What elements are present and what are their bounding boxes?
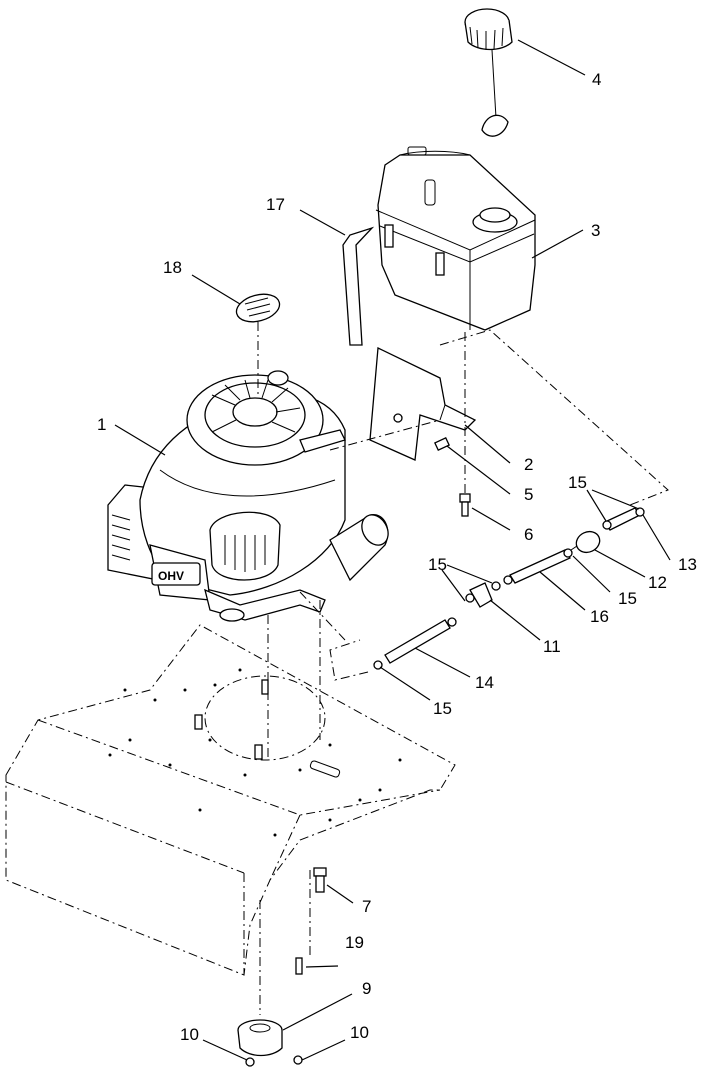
callout-4: 4 [592, 70, 601, 89]
callout-9: 9 [362, 979, 371, 998]
callout-18: 18 [163, 258, 182, 277]
callout-13: 13 [678, 555, 697, 574]
vent-hose [342, 226, 375, 346]
callout-2: 2 [524, 455, 533, 474]
callout-15-top: 15 [568, 473, 587, 492]
callout-15-bottom: 15 [433, 699, 452, 718]
fuel-cap [464, 8, 513, 137]
fastener-5 [434, 436, 450, 452]
callout-10-right: 10 [350, 1023, 369, 1042]
bumper-9 [237, 1019, 283, 1057]
starter-spokes [211, 379, 301, 433]
leader-lines [114, 39, 671, 1061]
callout-5: 5 [524, 485, 533, 504]
callout-7: 7 [362, 897, 371, 916]
callout-15-mid: 15 [428, 555, 447, 574]
shutoff-valve-11 [465, 581, 501, 608]
fuel-line-14 [373, 617, 457, 670]
engine-fins [111, 514, 131, 561]
callout-6: 6 [524, 525, 533, 544]
callout-16: 16 [590, 607, 609, 626]
engine-ohv-label: OHV [158, 569, 184, 583]
callouts: 1 2 3 4 5 6 7 9 10 10 11 12 13 14 15 15 … [97, 70, 697, 1044]
callout-19: 19 [345, 933, 364, 952]
callout-10-left: 10 [180, 1025, 199, 1044]
fuel-line-16 [503, 548, 573, 585]
engine-decal [235, 293, 281, 323]
tank-bracket [369, 347, 477, 461]
screw-10-left [245, 1057, 255, 1067]
fuel-filter-12 [567, 530, 601, 554]
callout-11: 11 [543, 637, 561, 656]
air-cleaner-ribs [224, 535, 266, 572]
fuel-tank [375, 146, 536, 331]
screw-10-right [293, 1055, 303, 1065]
engine: OHV [107, 370, 389, 622]
callout-14: 14 [475, 673, 494, 692]
mower-deck [5, 624, 456, 976]
bolt-7 [313, 867, 327, 893]
callout-1: 1 [97, 415, 106, 434]
callout-15-right: 15 [618, 589, 637, 608]
deck-holes [108, 668, 402, 837]
callout-3: 3 [591, 221, 600, 240]
fuel-line-13 [602, 507, 645, 531]
callout-12: 12 [648, 573, 667, 592]
bolt-6 [459, 493, 471, 517]
callout-17: 17 [266, 195, 285, 214]
pin-19 [295, 957, 303, 975]
